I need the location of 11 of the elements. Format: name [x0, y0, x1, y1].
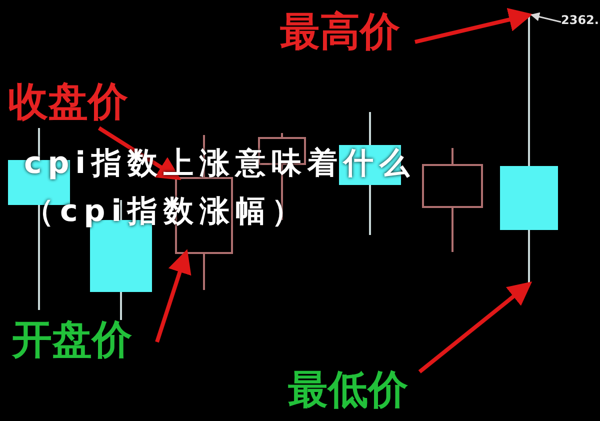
- price-label: 最高价: [280, 12, 400, 52]
- price-label: 最低价: [288, 370, 408, 410]
- price-label: 收盘价: [8, 82, 128, 122]
- price-value: 2362.: [561, 14, 599, 26]
- arrow: [418, 282, 532, 374]
- arrow: [155, 249, 192, 343]
- candlestick: [422, 148, 483, 252]
- price-label: 开盘价: [12, 320, 132, 360]
- arrow: [530, 12, 562, 23]
- arrow: [414, 8, 533, 44]
- candlestick: [500, 15, 558, 284]
